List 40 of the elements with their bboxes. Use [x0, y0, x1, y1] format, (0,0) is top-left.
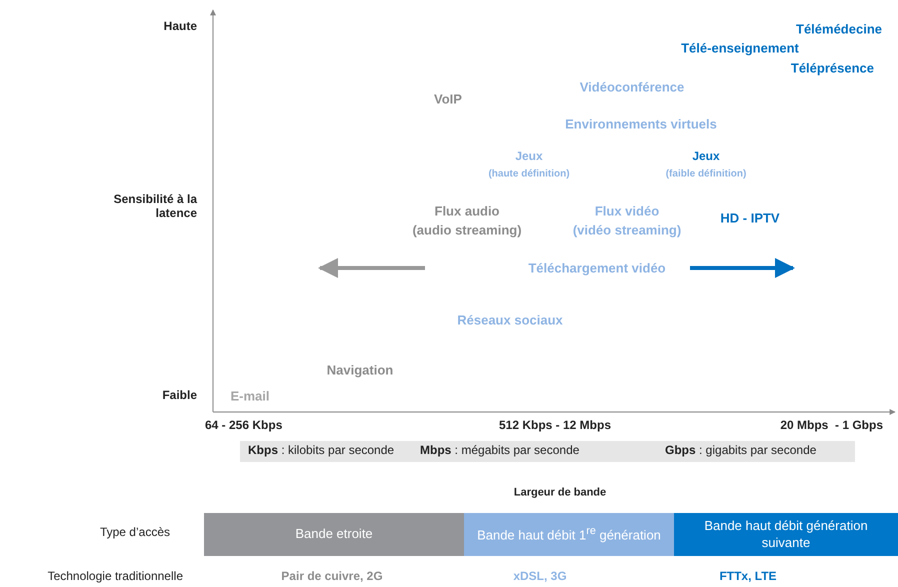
- band-bar: [674, 513, 898, 556]
- application-label: Environnements virtuels: [565, 118, 717, 132]
- technology-label: FTTx, LTE: [719, 570, 777, 584]
- application-label: HD - IPTV: [720, 212, 780, 226]
- application-label: E-mail: [230, 390, 270, 404]
- unit-definition: Gbps : gigabits par seconde: [665, 444, 816, 458]
- application-note: (audio streaming): [412, 224, 522, 238]
- application-note: (haute définition): [488, 168, 570, 180]
- technology-label: xDSL, 3G: [513, 570, 567, 584]
- application-label: Jeux: [515, 150, 543, 164]
- application-label: Vidéoconférence: [580, 80, 684, 96]
- application-label: Télémédecine: [796, 22, 882, 38]
- axis-title: Largeur de bande: [514, 486, 606, 500]
- axis-label: Faible: [162, 389, 197, 403]
- tick-label: 512 Kbps - 12 Mbps: [498, 419, 612, 433]
- tick-label: 20 Mbps - 1 Gbps: [780, 419, 883, 433]
- tick-label: 64 - 256 Kbps: [205, 419, 282, 433]
- application-label: Téléchargement vidéo: [528, 262, 666, 276]
- application-label: Flux vidéo: [594, 204, 660, 220]
- technology-label: Pair de cuivre, 2G: [281, 570, 383, 584]
- application-label: Jeux: [692, 150, 720, 164]
- band-name: Bande etroite: [294, 526, 374, 543]
- axis-label: Haute: [164, 20, 197, 34]
- application-note: (vidéo streaming): [572, 224, 682, 238]
- row-header: Type d’accès: [100, 526, 170, 540]
- band-bar: [464, 513, 674, 556]
- application-label: Téléprésence: [790, 62, 874, 76]
- application-label: Navigation: [326, 364, 394, 378]
- unit-definition: Kbps : kilobits par seconde: [248, 444, 394, 458]
- axis-title: Sensibilité à la latence: [112, 193, 197, 221]
- application-label: VoIP: [434, 92, 462, 108]
- unit-definition: Mbps : mégabits par seconde: [420, 444, 580, 458]
- band-name: Bande haut débit 1$^{re}$ génération: [476, 524, 662, 545]
- band-name: Bande haut débit génération suivante: [703, 518, 869, 552]
- application-label: Flux audio: [434, 204, 500, 220]
- band-bar: [204, 513, 464, 556]
- row-header: Technologie traditionnelle: [48, 570, 183, 584]
- application-note: (faible définition): [666, 168, 746, 180]
- application-label: Réseaux sociaux: [457, 314, 563, 328]
- application-label: Télé-enseignement: [681, 42, 799, 56]
